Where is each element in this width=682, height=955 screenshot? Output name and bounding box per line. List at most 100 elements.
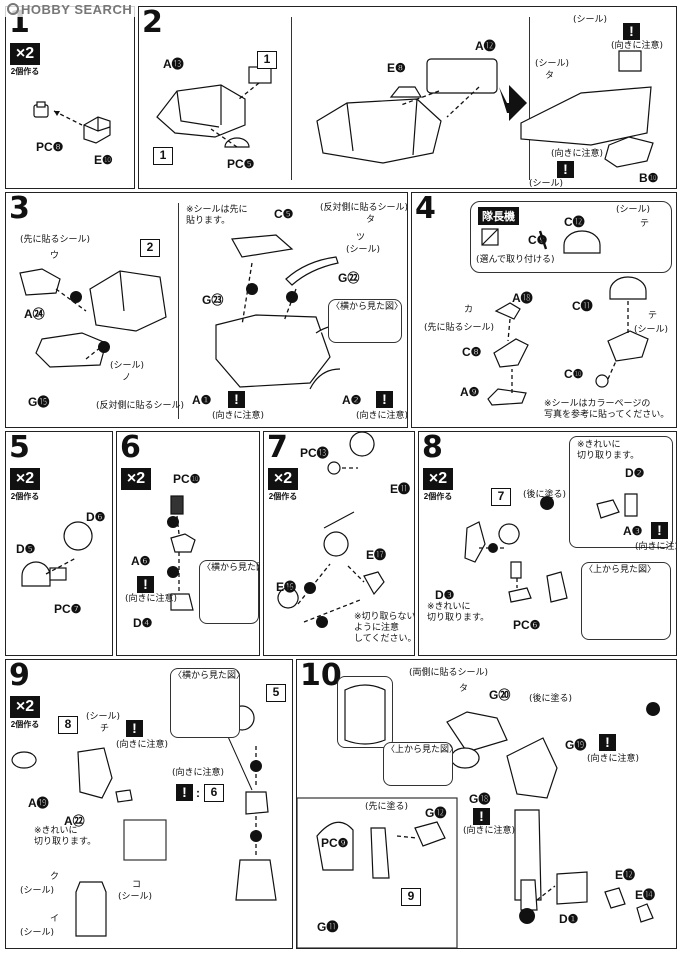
- part-label-d5: D❺: [16, 542, 36, 556]
- seal-first-note: ※シールは先に 貼ります。: [186, 205, 248, 226]
- part-label-e8: E❽: [387, 61, 406, 75]
- step-number: 10: [300, 659, 342, 693]
- step-3-panel: 3 2 (先に貼るシール) ウ A㉔ (シール) ノ (反対側に貼るシール) G…: [5, 192, 408, 428]
- side-view-callout: 〈横から見た図〉: [170, 668, 245, 738]
- step-number: 4: [415, 192, 436, 226]
- part-label-e10: E❿: [94, 153, 113, 167]
- seal-letter: ク: [50, 872, 60, 882]
- step-3-illustration: [19, 234, 377, 390]
- part-label-pc10: PC❿: [173, 472, 201, 486]
- orientation-caption: (向きに注意): [172, 768, 225, 778]
- part-label-pc9: PC❾: [321, 836, 349, 850]
- part-label-g20: G⑳: [489, 688, 511, 702]
- caution-icon: !: [557, 161, 574, 178]
- caution-icon: !: [599, 734, 616, 751]
- part-label-e12: E⓬: [615, 868, 636, 882]
- make-two-badge: ×2: [10, 43, 40, 65]
- side-view-callout: 〈横から見た図〉: [328, 299, 404, 343]
- part-label-g23: G㉓: [202, 293, 224, 307]
- part-label-a19: A⓳: [28, 796, 49, 810]
- part-label-d4: D❹: [133, 616, 153, 630]
- part-label-pc7: PC❼: [54, 602, 82, 616]
- make-two-label: 2個作る: [10, 492, 40, 501]
- part-label-a3: A❸: [623, 524, 643, 538]
- sticker-reference-note: ※シールはカラーページの 写真を参考に貼ってください。: [544, 399, 670, 420]
- divider: [529, 17, 531, 180]
- part-label-pc8: PC❽: [36, 140, 64, 154]
- step-number: 2: [142, 6, 163, 40]
- first-seal-caption: (先に貼るシール): [20, 235, 91, 245]
- part-label-d3: D❸: [435, 588, 455, 602]
- step-2-illustration: [156, 50, 654, 168]
- caution-icon: !: [623, 23, 640, 40]
- part-label-e17: E⓱: [366, 548, 387, 562]
- make-two-badge: ×2: [10, 468, 40, 490]
- step-10-panel: 10 (両側に貼るシール) タ G⑳ (後に塗る) G⓳ ! (向きに注意) 〈…: [296, 659, 677, 949]
- caution-icon: !: [473, 808, 490, 825]
- step-number: 5: [9, 431, 30, 465]
- part-label-a2: A❷: [342, 393, 362, 407]
- part-label-g18: G⓲: [469, 792, 491, 806]
- seal-caption: (シール): [346, 245, 381, 255]
- choose-caption: (選んで取り付ける): [476, 255, 555, 265]
- top-view-caption: 〈上から見た図〉: [386, 745, 459, 755]
- step-number: 6: [120, 431, 141, 465]
- make-two-badge: ×2: [121, 468, 151, 490]
- both-sides-seal-caption: (両側に貼るシール): [409, 668, 489, 678]
- top-view-callout: 〈上から見た図〉: [383, 742, 458, 786]
- step-ref-box: 5: [266, 684, 286, 702]
- side-view-caption: 〈横から見た図〉: [173, 671, 246, 681]
- part-label-c10: C❿: [564, 367, 584, 381]
- seal-letter: タ: [366, 215, 376, 225]
- step-number: 8: [422, 431, 443, 465]
- step-7-panel: 7 ×2 2個作る PC⓭ E⓫ E⓱ E⓰ ※切り取らない ように注意 してく…: [263, 431, 415, 656]
- seal-letter: ウ: [50, 251, 60, 261]
- caution-icon: !: [376, 391, 393, 408]
- step-9-panel: 9 ×2 2個作る 8 (シール) チ ! (向きに注意) A⓳ A㉒ ※きれい…: [5, 659, 293, 949]
- seal-caption: (シール): [616, 205, 651, 215]
- seal-caption: (シール): [118, 892, 153, 902]
- orientation-caption: (向きに注意): [551, 149, 604, 159]
- step-number: 7: [267, 431, 288, 465]
- seal-letter: タ: [459, 684, 469, 694]
- hobbysearch-logo-icon: [7, 3, 19, 15]
- step-5-illustration: [21, 521, 93, 587]
- part-label-a24: A㉔: [24, 307, 45, 321]
- part-label-c12: C⓬: [564, 215, 585, 229]
- after-paint-caption: (後に塗る): [523, 490, 567, 500]
- part-label-d2: D❷: [625, 466, 645, 480]
- orientation-caption: (向きに注意): [356, 411, 408, 421]
- side-view-caption: 〈横から見た図〉: [331, 302, 404, 312]
- watermark: HOBBY SEARCH: [4, 2, 136, 17]
- seal-caption: (シール): [86, 712, 121, 722]
- part-label-pc6: PC❻: [513, 618, 541, 632]
- after-paint-caption: (後に塗る): [529, 694, 573, 704]
- caution-icon: !: [651, 522, 668, 539]
- step-4-illustration: [481, 228, 649, 406]
- step-ref-box: 9: [401, 888, 421, 906]
- caution-icon: !: [137, 576, 154, 593]
- orientation-caption: (向きに注意): [125, 594, 178, 604]
- part-label-b10: B❿: [639, 171, 659, 185]
- seal-caption: (シール): [110, 361, 145, 371]
- step-5-panel: 5 ×2 2個作る D❻ D❺ PC❼: [5, 431, 113, 656]
- do-not-cut-note: ※切り取らない ように注意 してください。: [354, 612, 415, 644]
- top-view-caption: 〈上から見た図〉: [584, 565, 657, 575]
- step-number: 9: [9, 659, 30, 693]
- step-8-panel: 8 ×2 2個作る ※きれいに 切り取ります。 D❷ A❸ ! (向きに注意) …: [418, 431, 677, 656]
- seal-caption: (シール): [20, 928, 55, 938]
- seal-caption: (シール): [535, 59, 570, 69]
- first-seal-caption: (先に貼るシール): [424, 323, 495, 333]
- make-two-badge: ×2: [423, 468, 453, 490]
- part-label-d1: D❶: [559, 912, 579, 926]
- caution-icon: !: [228, 391, 245, 408]
- part-label-c5: C❺: [274, 207, 294, 221]
- step-6-panel: 6 ×2 PC❿ A❻ ! (向きに注意) D❹ 〈横から見た図〉: [116, 431, 260, 656]
- seal-letter: タ: [545, 71, 555, 81]
- make-two-badge: ×2: [268, 468, 298, 490]
- opposite-seal-caption: (反対側に貼るシール): [320, 203, 408, 213]
- part-label-pc5: PC❺: [227, 157, 255, 171]
- make-two-label: 2個作る: [10, 720, 40, 729]
- orientation-caption: (向きに注意): [587, 754, 640, 764]
- seal-caption: (シール): [529, 179, 564, 189]
